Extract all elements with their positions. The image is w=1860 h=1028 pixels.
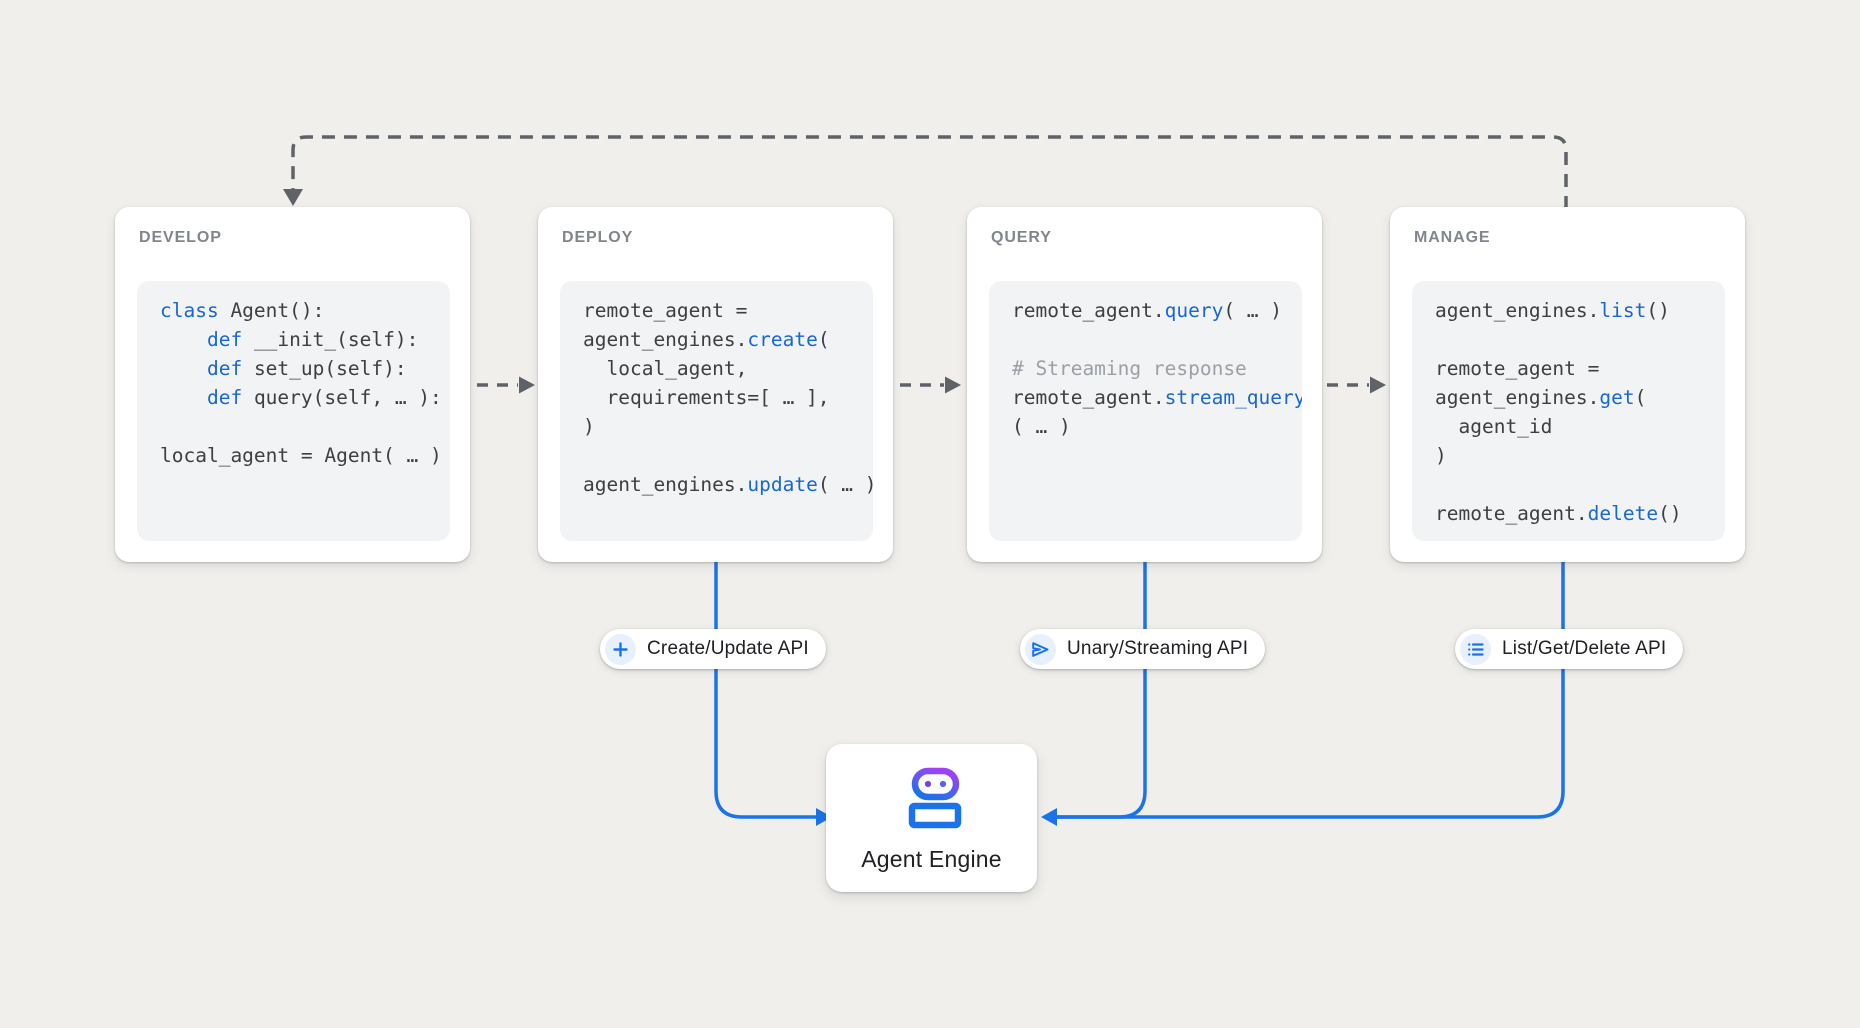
card-manage: MANAGE agent_engines.list() remote_agent… [1390, 207, 1745, 562]
code-line [1012, 325, 1302, 354]
pill-create-update-api: Create/Update API [600, 629, 826, 669]
card-title: DEVELOP [139, 229, 222, 246]
query-to-manage-arrow [1327, 376, 1386, 394]
code-line: def set_up(self): [206, 357, 407, 380]
plus-icon [605, 633, 636, 665]
code-block: remote_agent = agent_engines.create( loca… [560, 281, 873, 541]
code-line: # Streaming response [1012, 357, 1247, 380]
code-line: local_agent = Agent( … ) [160, 444, 442, 467]
card-title: QUERY [991, 229, 1052, 246]
code-line: remote_agent = [583, 299, 748, 322]
send-icon [1025, 633, 1056, 665]
code-line [160, 412, 450, 441]
code-line: ) [1435, 444, 1447, 467]
arrowhead-right-icon [816, 808, 832, 826]
card-query: QUERY remote_agent.query( … ) # Streamin… [967, 207, 1322, 562]
card-title: DEPLOY [562, 229, 634, 246]
code-line: def query(self, … ): [206, 386, 442, 409]
code-line [583, 441, 873, 470]
agent-engine-node: Agent Engine [826, 744, 1037, 892]
manage-to-engine-line [1054, 560, 1565, 819]
card-develop: DEVELOP class Agent(): def __init_(self)… [115, 207, 470, 562]
pill-list-get-delete-api: List/Get/Delete API [1455, 629, 1684, 669]
develop-to-deploy-arrow [477, 376, 535, 394]
code-line: agent_engines.list() [1435, 299, 1670, 322]
code-line: agent_engines.get( [1435, 386, 1647, 409]
code-line: agent_engines.create( [583, 328, 830, 351]
code-line: agent_engines.update( … ) [583, 473, 873, 496]
pill-label: Unary/Streaming API [1067, 638, 1249, 659]
code-line: requirements=[ … ], [583, 386, 830, 409]
code-block: class Agent(): def __init_(self): def se… [137, 281, 450, 541]
arrowhead-left-icon [1041, 808, 1057, 826]
card-deploy: DEPLOY remote_agent = agent_engines.creat… [538, 207, 893, 562]
code-line: ) [583, 415, 595, 438]
code-line: agent_id [1435, 415, 1553, 438]
code-line [1435, 325, 1725, 354]
code-block: agent_engines.list() remote_agent = agent… [1412, 281, 1725, 541]
code-line: remote_agent = [1435, 357, 1600, 380]
code-line: def __init_(self): [206, 328, 419, 351]
pill-unary-streaming-api: Unary/Streaming API [1020, 629, 1266, 669]
robot-icon [899, 766, 965, 835]
list-icon [1460, 633, 1491, 665]
code-line: remote_agent.delete() [1435, 502, 1682, 525]
code-line: remote_agent.query( … ) [1012, 299, 1283, 322]
pill-label: List/Get/Delete API [1502, 638, 1667, 659]
deploy-to-query-arrow [900, 376, 961, 394]
pill-label: Create/Update API [647, 638, 809, 659]
code-line: local_agent, [583, 357, 748, 380]
feedback-loop-dashed-line [291, 135, 1568, 209]
arrowhead-right-icon [519, 376, 535, 394]
arrowhead-down-icon [283, 189, 303, 206]
deploy-to-engine-line [714, 560, 832, 826]
code-line [1435, 470, 1725, 499]
arrowhead-right-icon [945, 376, 961, 394]
code-line: class Agent(): [160, 299, 325, 322]
code-line: remote_agent.stream_query [1012, 386, 1302, 409]
arrowhead-right-icon [1370, 376, 1386, 394]
code-block: remote_agent.query( … ) # Streaming resp… [989, 281, 1302, 541]
agent-engine-label: Agent Engine [861, 846, 1002, 872]
card-title: MANAGE [1414, 229, 1491, 246]
query-to-engine-line [1041, 560, 1147, 826]
code-line: ( … ) [1012, 415, 1071, 438]
